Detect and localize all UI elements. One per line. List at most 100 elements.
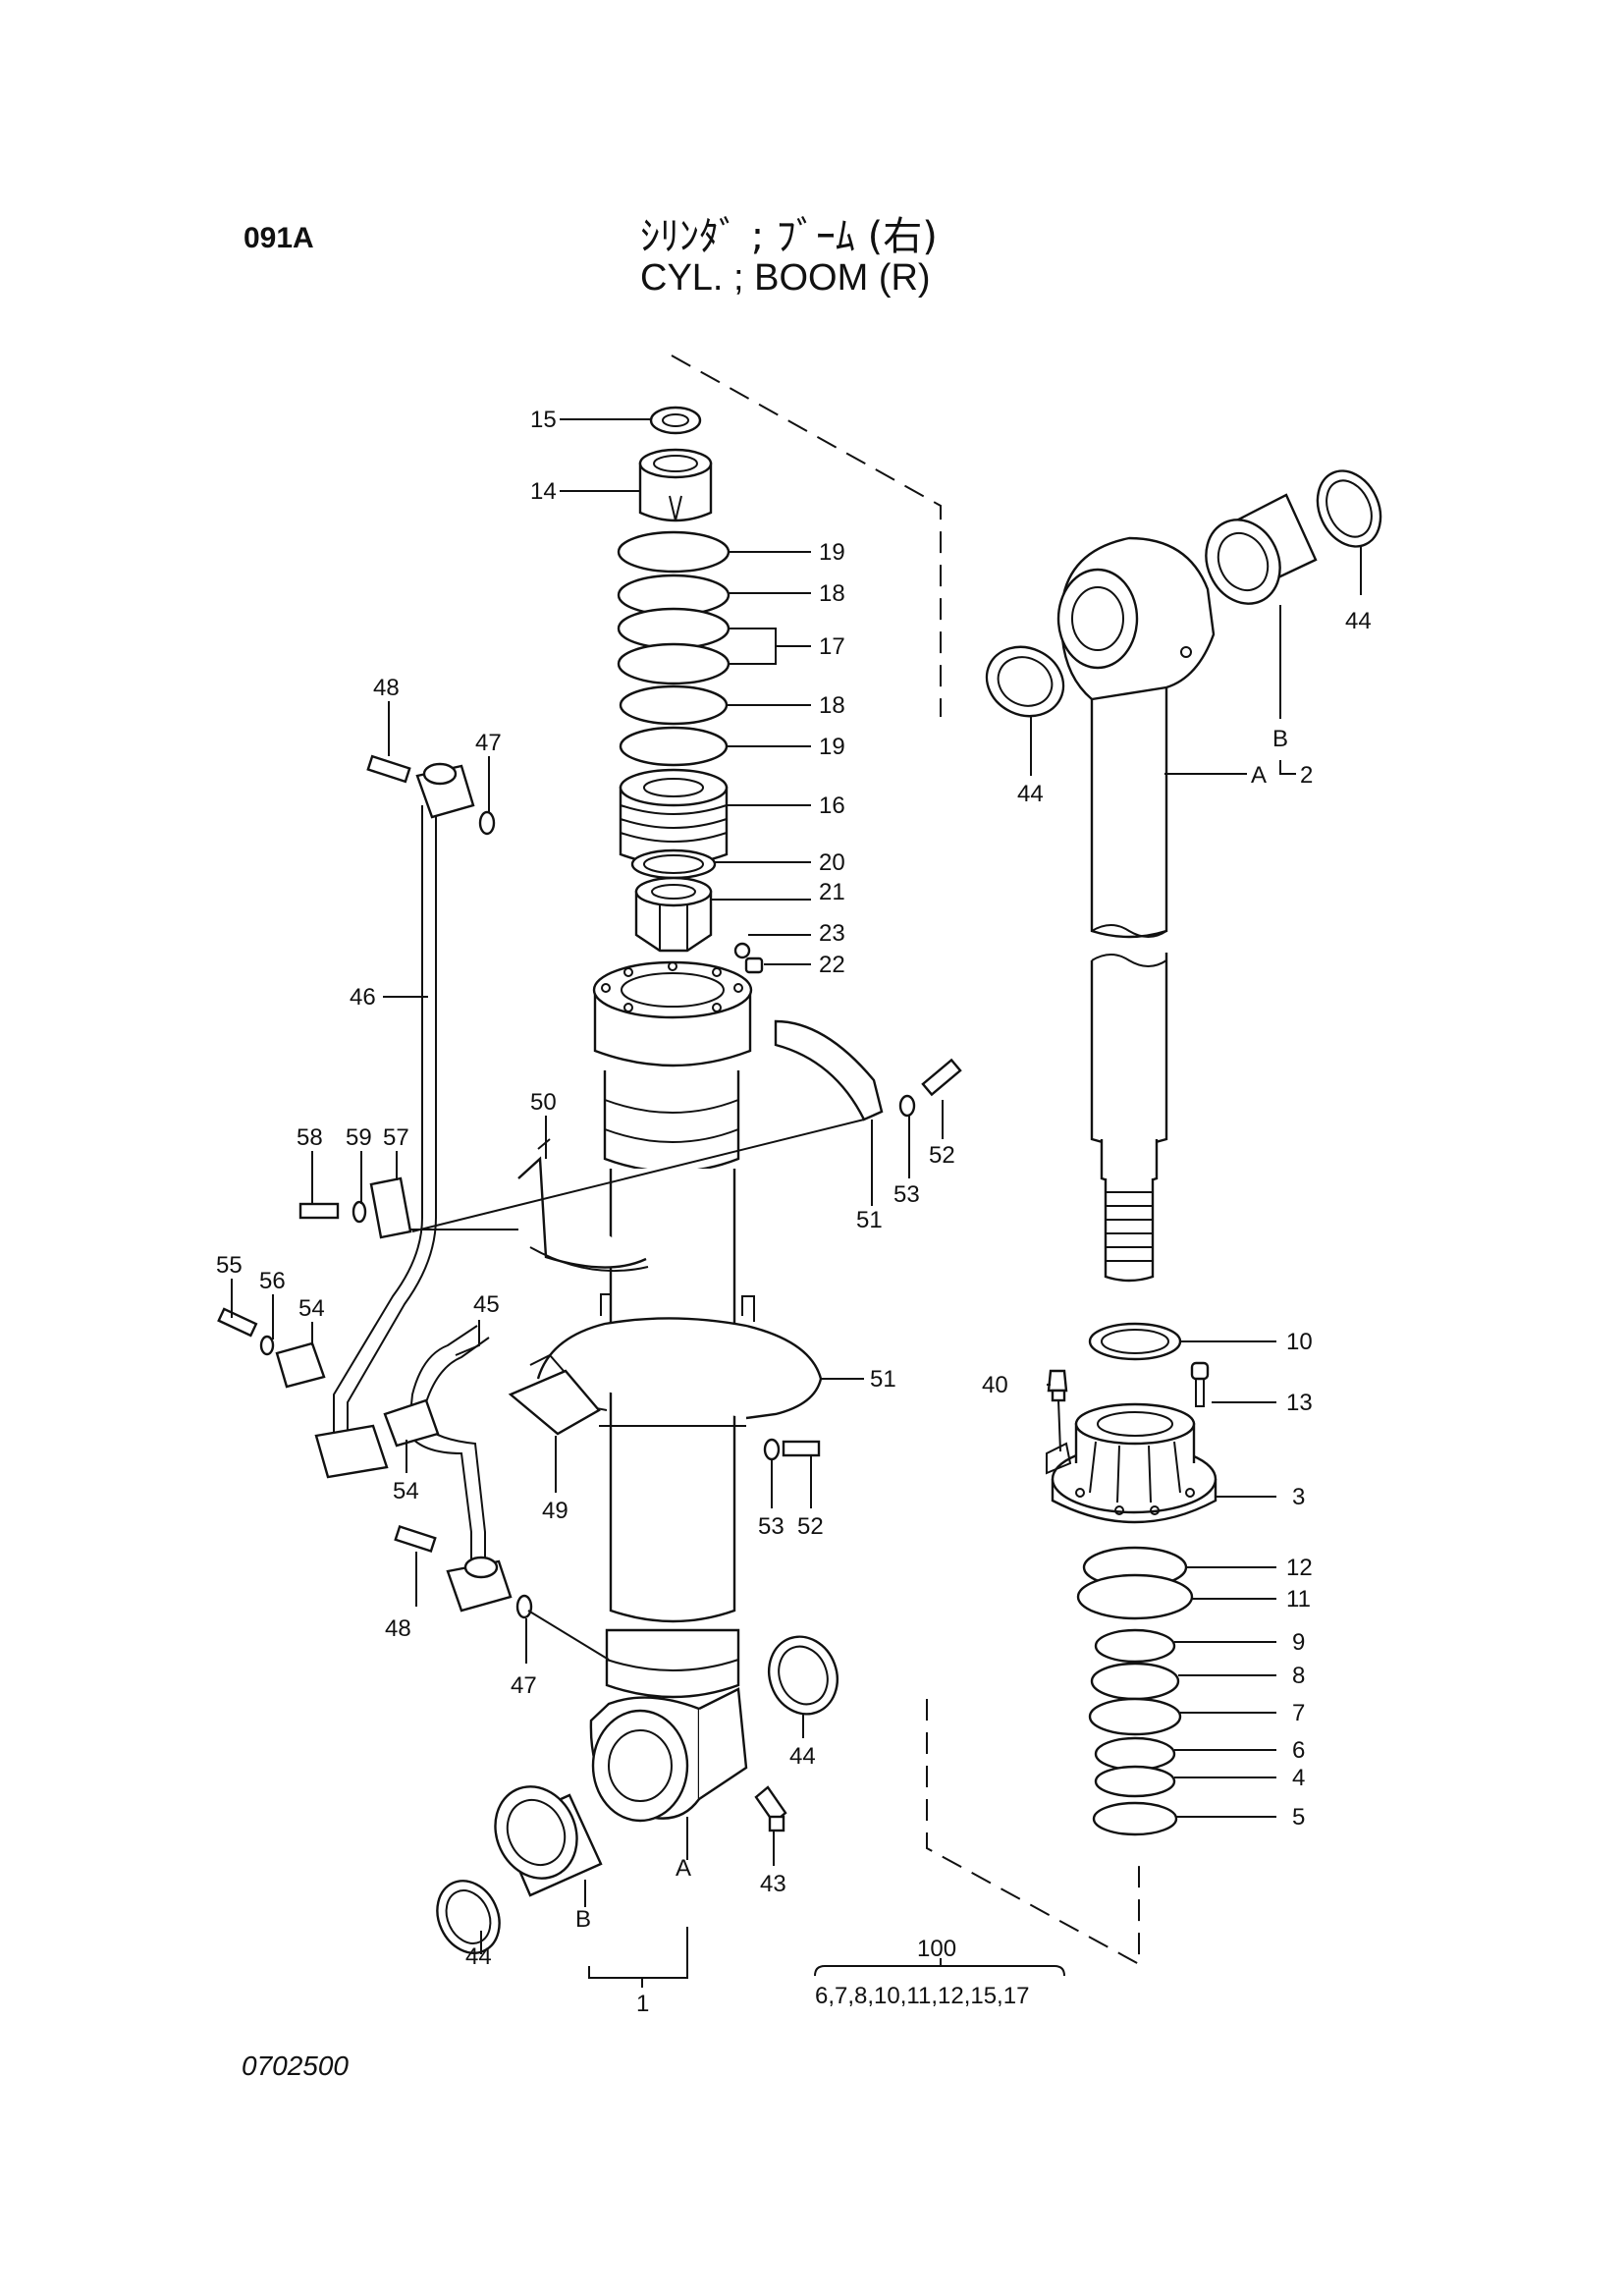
callout-43: 43 [760,1871,786,1897]
callout-a: A [1251,762,1267,789]
part-3-piston [1046,1402,1217,1524]
callout-47: 47 [475,730,502,756]
callout-51: 51 [870,1366,896,1393]
part-53-washer-upper [898,1094,916,1118]
kit-contents: 6,7,8,10,11,12,15,17 [815,1983,1029,2009]
callout-48: 48 [385,1615,411,1642]
part-52-bolt-upper [921,1058,962,1097]
callout-10: 10 [1286,1329,1313,1355]
callout-23: 23 [819,920,845,947]
callout-9: 9 [1292,1629,1305,1656]
part-47-oring-bottom [515,1594,533,1619]
callout-47: 47 [511,1672,537,1699]
callout-13: 13 [1286,1390,1313,1416]
part-54-clamp-b [383,1398,440,1448]
part-53-washer-lower [763,1438,781,1461]
callout-4: 4 [1292,1765,1305,1791]
title-japanese: ｼﾘﾝﾀﾞ ; ﾌﾞｰﾑ (右) [640,214,938,259]
callout-51: 51 [856,1207,883,1233]
part-40-fitting [1047,1369,1068,1402]
title-english: CYL. ; BOOM (R) [640,257,931,299]
callout-45: 45 [473,1291,500,1318]
callout-44: 44 [789,1743,816,1770]
part-b-bushing-bottom [494,1785,603,1897]
callout-22: 22 [819,952,845,978]
callout-20: 20 [819,849,845,876]
part-44-ring-bottom-left [436,1880,501,1954]
callout-labels: 15 14 19 18 17 18 19 16 20 21 23 22 48 4… [216,407,1372,2017]
callout-46: 46 [350,984,376,1011]
callout-56: 56 [259,1268,286,1294]
part-44-ring-bottom-right [768,1635,839,1716]
callout-18: 18 [819,580,845,607]
callout-2: 2 [1300,762,1313,789]
callout-54: 54 [298,1295,325,1322]
callout-1: 1 [636,1991,649,2017]
callout-7: 7 [1292,1700,1305,1726]
callout-6: 6 [1292,1737,1305,1764]
callout-19: 19 [819,539,845,566]
part-44-ring-rod-right [1316,469,1382,548]
part-43-grease-fitting [754,1785,787,1832]
part-10-ring [1088,1322,1182,1361]
part-13-cap-screw [1190,1361,1210,1407]
part-20-ring [630,848,717,880]
callout-58: 58 [297,1124,323,1151]
part-54-clamp [275,1341,326,1389]
assembly-guide-lines [671,355,1140,1966]
part-14-bushing [638,448,713,522]
part-12-11-9-8-7-6-4-5-piston-rings [1076,1546,1194,1836]
callout-49: 49 [542,1498,568,1524]
part-1-cylinder-tube [589,960,753,1823]
part-21-nut [634,876,713,953]
callout-59: 59 [346,1124,372,1151]
callout-55: 55 [216,1252,243,1279]
page-code: 091A [243,222,314,254]
callout-14: 14 [530,478,557,505]
part-2-piston-rod [1056,536,1216,1283]
part-47-oring-top [478,810,496,836]
part-48-top-flange [415,762,475,819]
callout-52: 52 [929,1142,955,1169]
callout-3: 3 [1292,1484,1305,1510]
callout-a: A [676,1855,691,1882]
callout-12: 12 [1286,1555,1313,1581]
part-52-bolt-lower [782,1440,821,1457]
part-45-pipe [406,1325,490,1591]
callout-50: 50 [530,1089,557,1116]
part-50-upper-clamp-band [517,1138,649,1272]
kit-number: 100 [917,1936,956,1962]
callout-b: B [1272,726,1288,752]
callout-52: 52 [797,1513,824,1540]
callout-53: 53 [758,1513,784,1540]
part-58-bolt [298,1202,340,1220]
callout-44: 44 [465,1943,492,1970]
part-48-bolt-bottom [394,1524,437,1554]
callout-18: 18 [819,692,845,719]
part-54-lower-flange [314,1424,389,1479]
part-15-dust-ring [649,406,702,435]
part-22-set-screw [744,957,764,974]
part-57-plate [369,1176,412,1239]
part-b-bushing-rod [1205,493,1318,605]
callout-54: 54 [393,1478,419,1504]
callout-b: B [575,1906,591,1933]
callout-11: 11 [1286,1586,1311,1613]
callout-40: 40 [982,1372,1008,1398]
part-49-bracket [508,1353,601,1436]
callout-57: 57 [383,1124,409,1151]
callout-16: 16 [819,793,845,819]
part-44-ring-rod-left [985,645,1065,718]
callout-21: 21 [819,879,845,905]
leader-lines [231,418,1362,1988]
part-51-upper-clamp-band [774,1019,884,1121]
part-23-ball [733,942,751,959]
part-59-washer [352,1200,367,1224]
part-56-washer [259,1335,275,1356]
part-19-18-17-seal-rings [617,530,730,767]
callout-44: 44 [1345,608,1372,634]
drawing-number: 0702500 [242,2050,350,2081]
callout-5: 5 [1292,1804,1305,1831]
callout-48: 48 [373,675,400,701]
